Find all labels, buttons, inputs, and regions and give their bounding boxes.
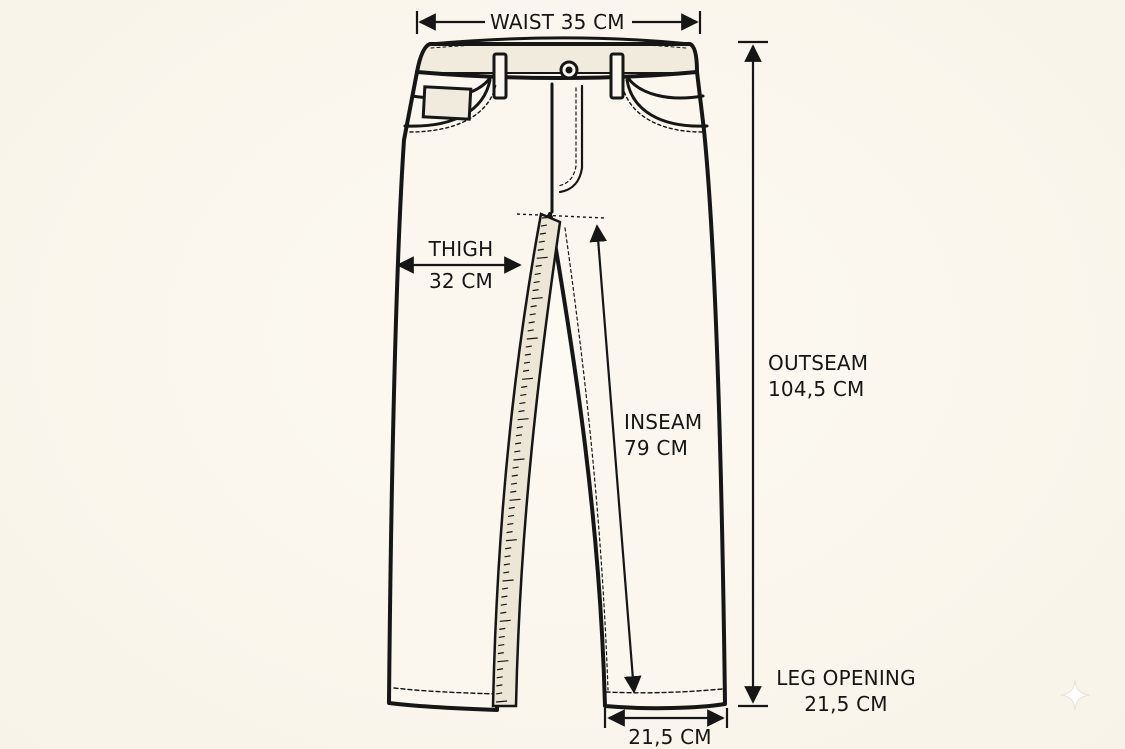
- tape-tick: [541, 216, 554, 219]
- tape-tick: [540, 224, 548, 227]
- tape-tick: [530, 305, 537, 308]
- tape-tick: [515, 434, 523, 437]
- tape-tick: [510, 482, 518, 485]
- tape-tick: [513, 458, 525, 461]
- tape-tick: [525, 345, 532, 348]
- tape-tick: [501, 595, 508, 598]
- outseam-value: 104,5 CM: [768, 377, 865, 401]
- tape-tick: [522, 377, 534, 380]
- outseam-dimension: [738, 40, 768, 708]
- crotch-guide: [516, 213, 605, 219]
- tape-tick: [522, 369, 530, 372]
- tape-tick: [514, 442, 522, 445]
- hem-width-label: 21,5 CM: [628, 725, 712, 749]
- sparkle-icon: [1059, 679, 1091, 711]
- tape-tick: [519, 401, 526, 405]
- tape-tick: [527, 329, 534, 332]
- tape-tick: [507, 514, 515, 518]
- tape-ticks: [495, 216, 554, 703]
- tape-tick: [510, 490, 517, 493]
- tape-tick: [498, 643, 505, 647]
- tape-tick: [536, 256, 548, 259]
- hem-dimension: [603, 708, 729, 728]
- tape-tick: [528, 321, 535, 324]
- inseam-dimension: [589, 224, 642, 694]
- tape-tick: [496, 668, 504, 671]
- tape-tick: [507, 522, 514, 526]
- tape-tick: [537, 248, 544, 251]
- tape-tick: [500, 611, 507, 614]
- waistband: [415, 36, 699, 100]
- jeans-outline: [387, 70, 727, 712]
- measuring-tape: [491, 212, 562, 708]
- thigh-value: 32 CM: [428, 269, 494, 293]
- tape-tick: [526, 337, 538, 340]
- tape-tick: [505, 539, 517, 542]
- waist-label: WAIST 35 CM: [487, 9, 628, 35]
- pockets-and-fly: [403, 76, 709, 214]
- tape-tick: [502, 579, 514, 582]
- tape-tick: [512, 466, 519, 469]
- tape-tick: [529, 313, 536, 316]
- tape-tick: [499, 627, 506, 630]
- tape-tick: [524, 353, 531, 356]
- tape-tick: [503, 563, 510, 566]
- tape-tick: [496, 692, 503, 695]
- tape-tick: [495, 700, 508, 703]
- tape-tick: [539, 232, 546, 235]
- leg-opening-value: 21,5 CM: [804, 692, 888, 716]
- tape-tick: [498, 635, 505, 639]
- outseam-title: OUTSEAM: [768, 351, 869, 375]
- tape-tick: [518, 410, 525, 413]
- inseam-value: 79 CM: [624, 436, 689, 460]
- tape-tick: [497, 652, 504, 655]
- tape-tick: [500, 603, 507, 606]
- tape-tick: [532, 289, 539, 292]
- tape-tick: [534, 272, 541, 276]
- tape-tick: [508, 506, 515, 509]
- inseam-title: INSEAM: [624, 410, 703, 434]
- tape-tick: [521, 385, 528, 388]
- tape-tick: [504, 555, 511, 558]
- tape-tick: [523, 361, 531, 364]
- thigh-title: THIGH: [428, 237, 494, 261]
- tape-tick: [509, 498, 521, 501]
- tape-tick: [496, 676, 503, 679]
- tape-tick: [533, 280, 540, 284]
- tape-tick: [496, 684, 503, 687]
- tape-tick: [520, 393, 527, 397]
- tape-tick: [516, 426, 523, 429]
- tape-tick: [499, 619, 511, 622]
- waist-dimension: [415, 11, 702, 34]
- leg-opening-title: LEG OPENING: [776, 666, 916, 690]
- tape-tick: [538, 240, 545, 243]
- tape-tick: [517, 418, 529, 421]
- tape-tick: [505, 547, 512, 550]
- tape-tick: [501, 587, 509, 590]
- tape-tick: [514, 450, 521, 453]
- tape-tick: [503, 571, 510, 574]
- tape-tick: [506, 531, 513, 534]
- tape-tick: [497, 660, 509, 663]
- tape-tick: [535, 264, 542, 267]
- tape-tick: [531, 297, 543, 300]
- tape-tick: [511, 474, 518, 477]
